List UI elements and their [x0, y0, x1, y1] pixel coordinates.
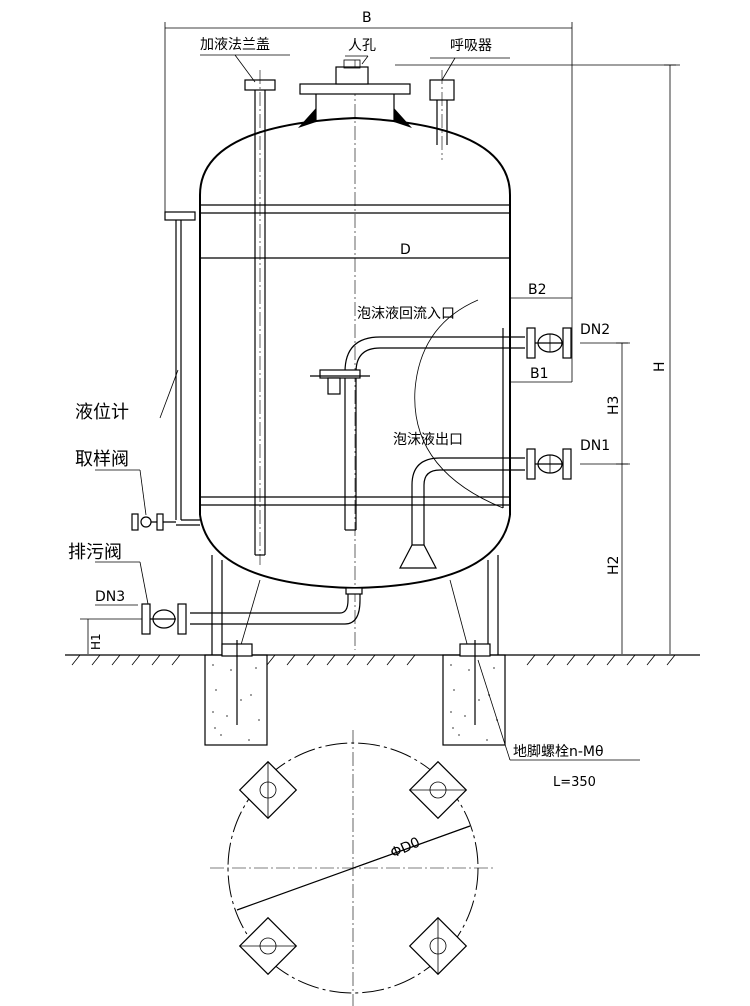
vertical-dimensions: H H3 H2: [395, 64, 680, 654]
dimension-b2-b1: B2 B1: [510, 282, 573, 383]
dn1-label: DN1: [580, 438, 610, 454]
projection-arc: [414, 299, 504, 509]
dim-h-label: H: [652, 361, 668, 372]
drain-pipe: [190, 587, 363, 625]
dim-h3-label: H3: [606, 396, 622, 415]
sample-valve: [131, 513, 176, 531]
anchor-plate-bottom-left: [238, 916, 298, 976]
breather-label: 呼吸器: [450, 38, 492, 54]
valve-dn1: [526, 448, 572, 480]
sample-valve-label: 取样阀: [75, 449, 129, 470]
ground-line: [65, 654, 700, 666]
foundation-left: [204, 640, 268, 746]
dim-b2-label: B2: [528, 282, 547, 298]
dimension-b: B: [164, 10, 573, 298]
anchor-plate-top-right: [408, 760, 468, 820]
drain-valve-label: 排污阀: [68, 542, 122, 563]
dim-b-label: B: [362, 10, 372, 26]
bolt-length-label: L=350: [553, 775, 596, 790]
anchor-plate-bottom-right: [408, 916, 468, 976]
dim-d-label: D: [400, 242, 411, 258]
valve-dn2: [526, 327, 572, 359]
manhole-label: 人孔: [348, 38, 376, 54]
anchor-bolt-label: 地脚螺栓n-Mθ: [513, 744, 604, 760]
plan-view: [210, 730, 495, 1006]
tank-shell: [199, 60, 511, 650]
filling-pipe: [244, 70, 276, 565]
outlet-pipe: [399, 457, 525, 569]
manhole: [298, 59, 412, 128]
anchor-plate-top-left: [238, 760, 298, 820]
foundation-right: [442, 640, 506, 746]
outlet-label: 泡沫液出口: [393, 432, 463, 448]
bolt-circle-label: ΦD0: [388, 835, 423, 862]
dim-h2-label: H2: [606, 556, 622, 575]
return-inlet-pipe: [310, 336, 525, 531]
dim-b1-label: B1: [530, 366, 549, 382]
flange-cover-label: 加液法兰盖: [200, 37, 270, 53]
breather: [429, 70, 455, 160]
level-gauge-label: 液位计: [75, 402, 129, 423]
dn2-label: DN2: [580, 322, 610, 338]
drain-valve: [141, 603, 187, 635]
dim-h1-label: H1: [89, 633, 103, 650]
dn3-label: DN3: [95, 589, 125, 605]
tank-legs: [211, 555, 499, 656]
level-gauge: [164, 211, 200, 526]
return-inlet-label: 泡沫液回流入口: [357, 306, 455, 322]
dimension-h1: H1: [80, 618, 142, 654]
